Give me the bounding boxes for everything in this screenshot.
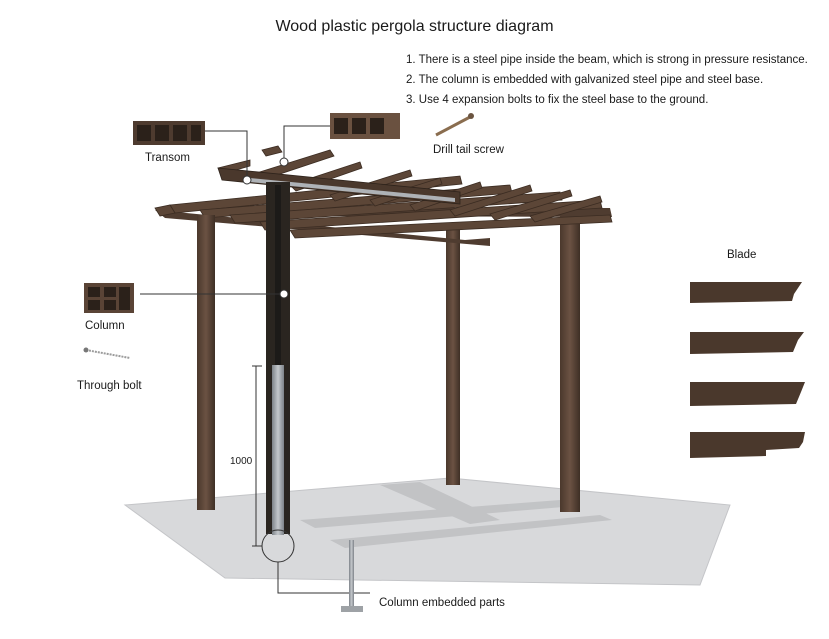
note-1: 1. There is a steel pipe inside the beam… xyxy=(406,54,808,66)
beam-profile-icon xyxy=(330,113,400,139)
through-bolt-icon xyxy=(83,347,131,359)
top-beam-steel xyxy=(250,178,455,202)
embedded-part-icon xyxy=(341,540,363,612)
label-embedded-parts: Column embedded parts xyxy=(379,597,505,609)
label-blade: Blade xyxy=(727,249,757,261)
diagram-title: Wood plastic pergola structure diagram xyxy=(275,18,554,35)
column-inner-steel xyxy=(275,185,281,365)
label-transom: Transom xyxy=(145,152,190,164)
beam-marker xyxy=(279,157,289,167)
leader-lines xyxy=(140,125,370,594)
ground-shadow xyxy=(300,482,612,548)
label-through-bolt: Through bolt xyxy=(77,380,142,392)
post-front-left xyxy=(197,215,215,510)
note-2: 2. The column is embedded with galvanize… xyxy=(406,74,764,86)
post-back-left xyxy=(446,230,460,485)
post-back-right xyxy=(560,210,580,512)
drill-tail-screw-icon xyxy=(435,113,474,137)
label-drill-tail-screw: Drill tail screw xyxy=(433,144,504,156)
transom-marker xyxy=(242,175,252,185)
label-column: Column xyxy=(85,320,125,332)
blade-profiles xyxy=(690,282,805,458)
embedded-steel-pipe xyxy=(272,365,284,535)
note-3: 3. Use 4 expansion bolts to fix the stee… xyxy=(406,94,709,106)
transom-profile-icon xyxy=(133,121,205,145)
column-profile-icon xyxy=(84,283,134,313)
label-dimension: 1000 xyxy=(230,456,253,467)
column-marker xyxy=(279,289,289,299)
